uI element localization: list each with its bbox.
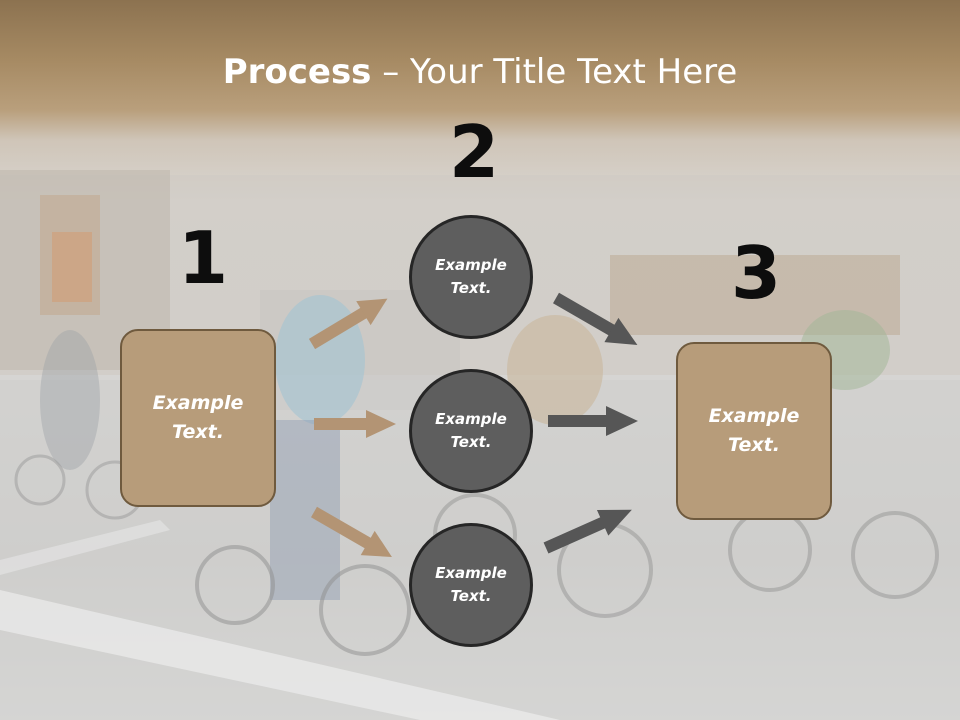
arrow-to-bottom-circle — [311, 506, 392, 557]
slide-title: Process – Your Title Text Here — [0, 52, 960, 92]
title-bold: Process — [222, 52, 372, 92]
left-box-label: Example Text. — [152, 392, 244, 443]
circle-middle: Example Text. — [409, 369, 533, 493]
circle-middle-label: Example Text. — [435, 410, 507, 451]
step-number-1: 1 — [178, 216, 229, 300]
title-rest: – Your Title Text Here — [371, 52, 738, 92]
circle-bottom: Example Text. — [409, 523, 533, 647]
step-number-3: 3 — [731, 231, 782, 315]
left-text-box: Example Text. — [120, 329, 276, 507]
arrow-top-to-right — [553, 292, 638, 345]
circle-top: Example Text. — [409, 215, 533, 339]
arrow-bottom-to-right — [543, 509, 632, 554]
step-number-2: 2 — [449, 110, 500, 194]
arrow-middle-to-right — [548, 406, 638, 436]
arrow-to-top-circle — [308, 298, 388, 350]
circle-bottom-label: Example Text. — [435, 564, 507, 605]
right-text-box: Example Text. — [676, 342, 832, 520]
right-box-label: Example Text. — [708, 405, 800, 456]
arrow-to-middle-circle — [314, 410, 396, 438]
circle-top-label: Example Text. — [435, 256, 507, 297]
